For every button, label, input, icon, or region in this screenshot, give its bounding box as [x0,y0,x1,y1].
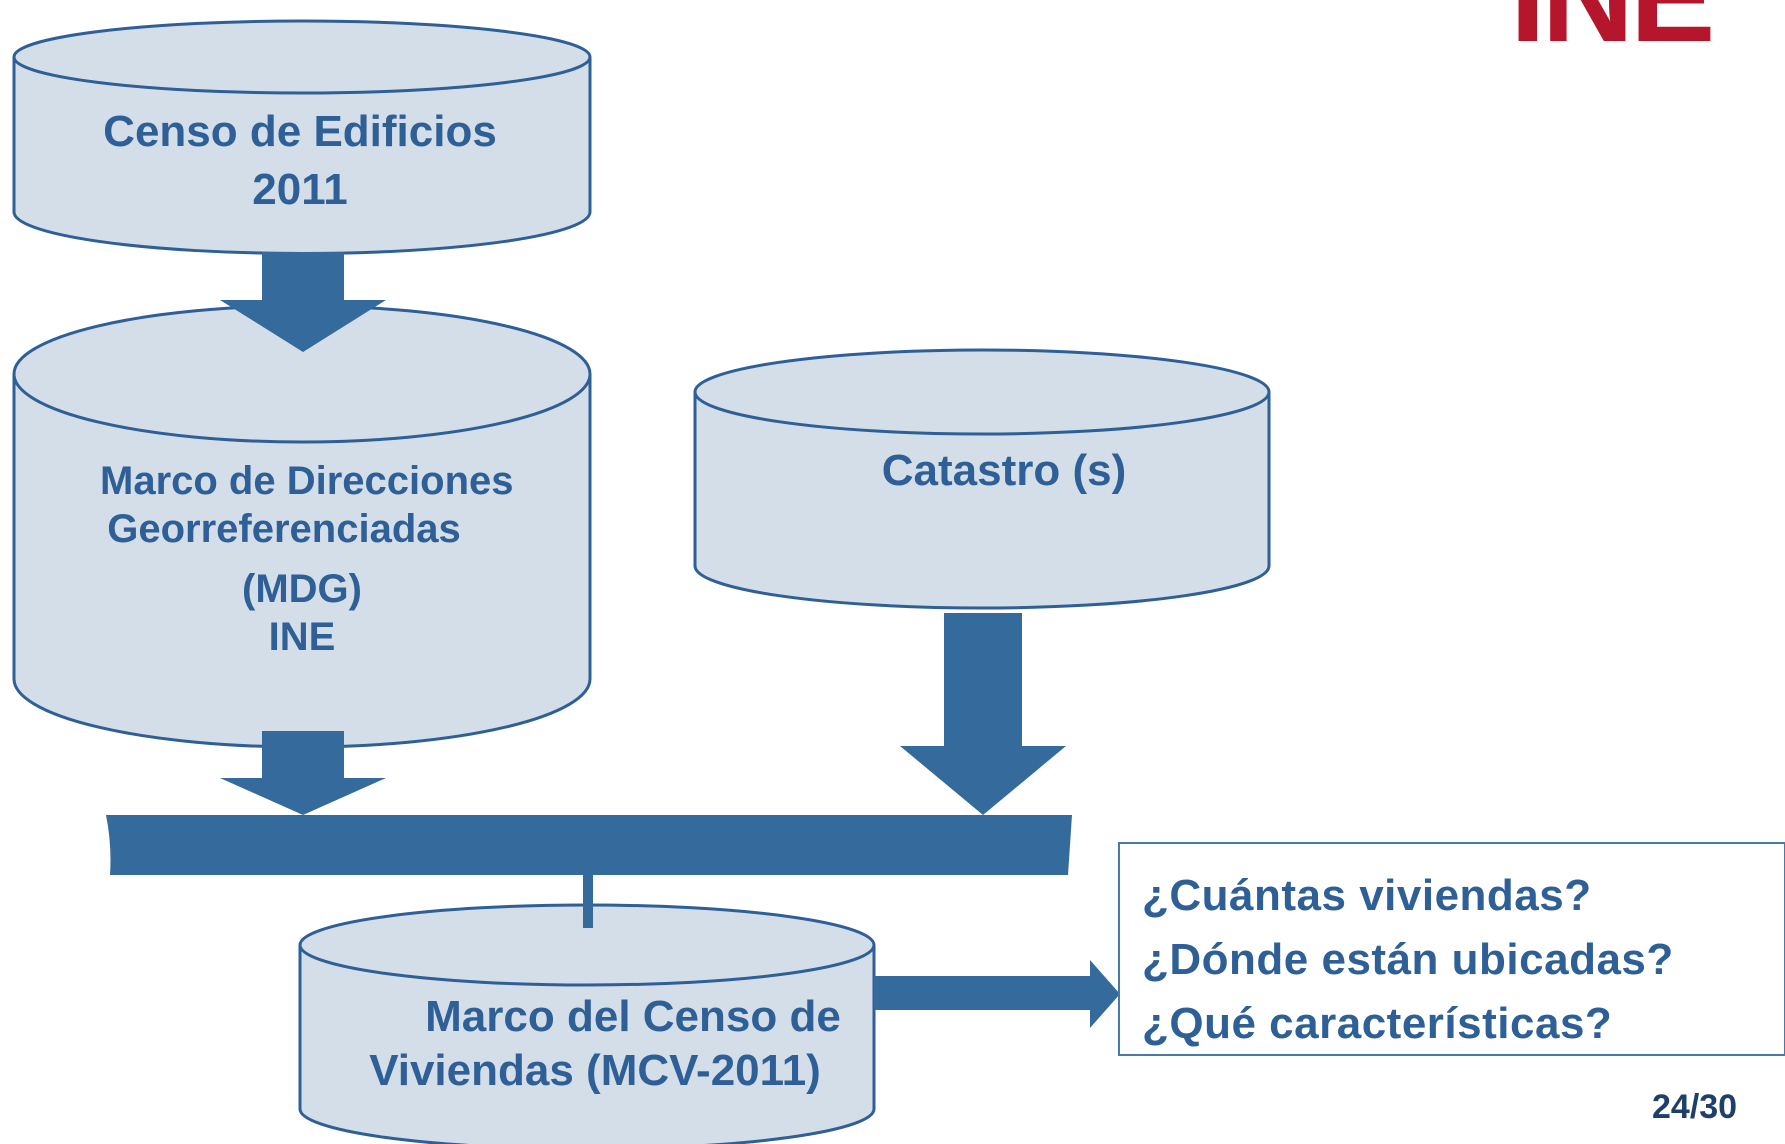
arrow-mdg-to-bar [220,731,386,815]
cylinder-mdg [12,304,592,749]
connector-bar-to-mcv [583,875,593,928]
ine-logo: INE [1510,0,1715,62]
cylinder-mcv [298,903,876,1144]
catastro-label: Catastro (s) [881,446,1127,495]
censo-edificios-label: Censo de Edificios 2011 [103,107,497,214]
mdg-label: Marco de Direcciones Georreferenciadas (… [100,459,514,659]
arrow-censo-to-mdg [220,252,386,352]
mcv-label: Marco del Censo de Viviendas (MCV-2011) [369,992,841,1095]
arrow-catastro-to-bar [900,613,1066,815]
cylinder-catastro [693,348,1271,610]
page-number: 24/30 [1652,1088,1738,1126]
question-characteristics: ¿Qué características? [1142,999,1613,1048]
questions-box: ¿Cuántas viviendas? ¿Dónde están ubicada… [1118,842,1785,1056]
question-how-many: ¿Cuántas viviendas? [1142,871,1592,920]
arrow-mcv-to-questions [874,960,1120,1028]
merge-bar [106,815,1072,875]
question-where: ¿Dónde están ubicadas? [1142,935,1674,984]
